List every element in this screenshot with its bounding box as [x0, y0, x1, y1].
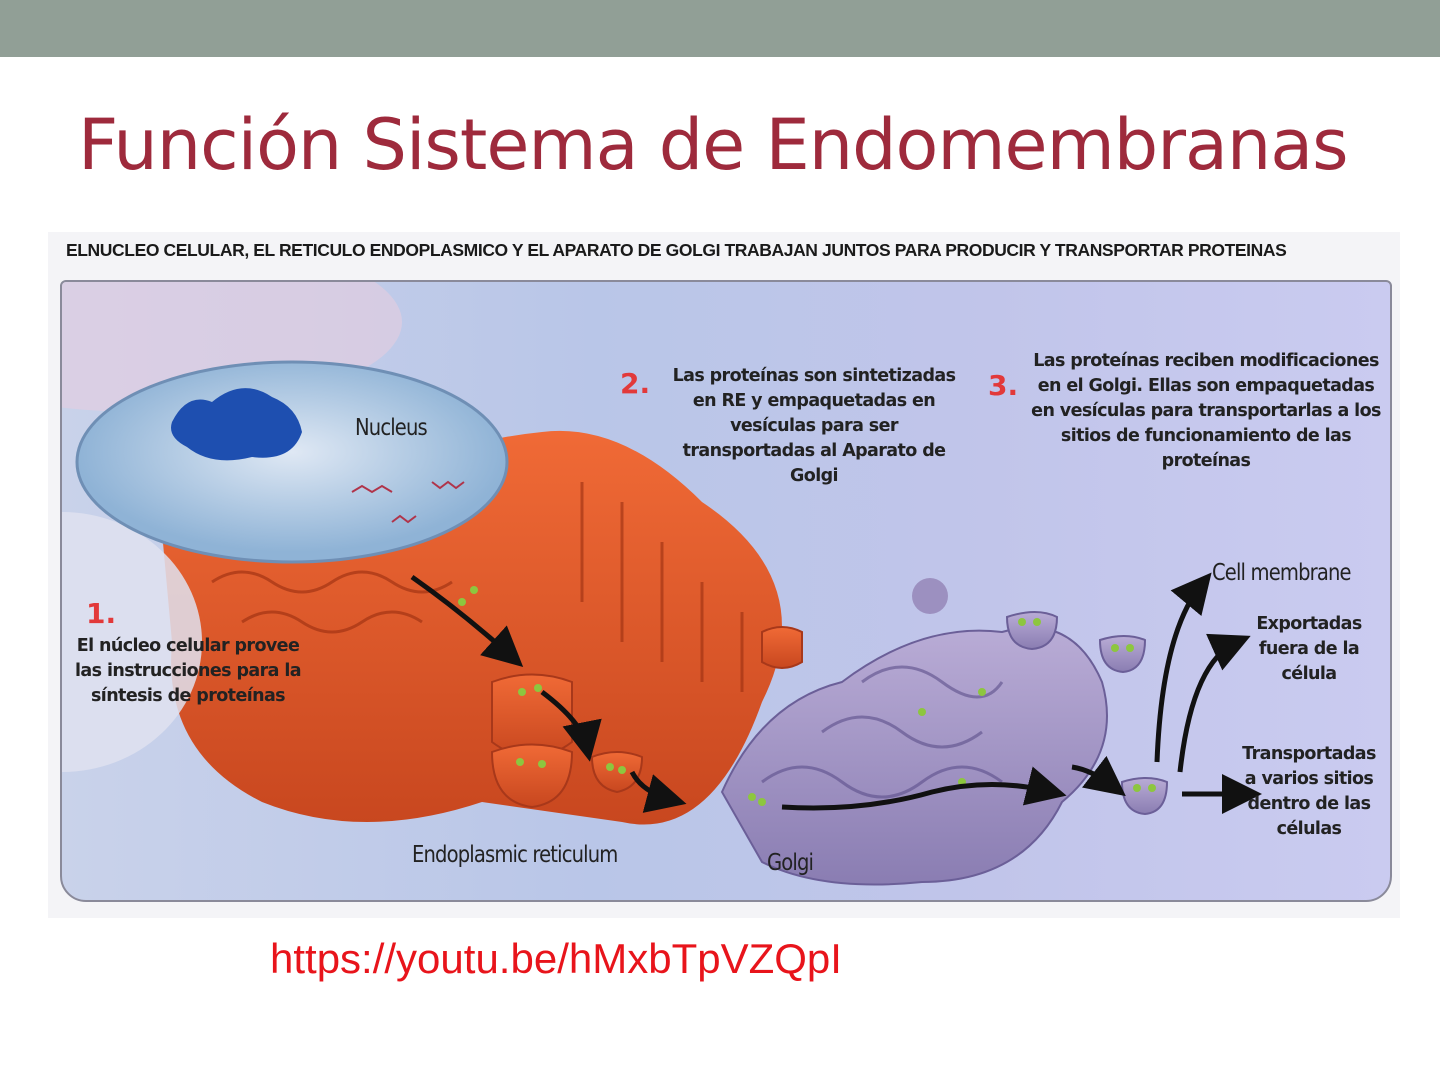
endomembrane-illustration: Nucleus Endoplasmic reticulum Golgi Cell…	[60, 280, 1392, 902]
er-folds	[211, 482, 744, 692]
step-1-number: 1.	[86, 597, 117, 630]
step-2-number: 2.	[620, 367, 651, 400]
outcome-transported: Transportadas a varios sitios dentro de …	[1242, 744, 1376, 839]
mrna-strands	[351, 480, 465, 524]
label-golgi: Golgi	[767, 850, 814, 876]
golgi-mass	[720, 626, 1108, 886]
chromatin	[171, 388, 302, 461]
outcome-exported: Exportadas fuera de la célula	[1256, 614, 1362, 684]
label-cell-membrane: Cell membrane	[1212, 560, 1352, 586]
vesicle	[912, 578, 948, 614]
nucleus	[75, 360, 509, 564]
step-3-text: Las proteínas reciben modificaciones en …	[1031, 351, 1381, 471]
step-2-text: Las proteínas son sintetizadas en RE y e…	[672, 366, 956, 486]
youtube-link[interactable]: https://youtu.be/hMxbTpVZQpI	[270, 935, 842, 982]
left-haze	[62, 512, 202, 772]
step-3-number: 3.	[988, 369, 1019, 402]
top-bar	[0, 0, 1440, 57]
protein-dots	[458, 586, 1156, 806]
label-er: Endoplasmic reticulum	[412, 842, 618, 868]
step-1-text: El núcleo celular provee las instruccion…	[75, 636, 302, 706]
slide-title: Función Sistema de Endomembranas	[78, 104, 1349, 186]
label-nucleus: Nucleus	[355, 415, 428, 441]
figure-heading: ELNUCLEO CELULAR, EL RETICULO ENDOPLASMI…	[66, 240, 1287, 260]
er-cisternae	[490, 626, 803, 809]
transport-arrows	[410, 572, 1262, 814]
golgi-folds	[761, 665, 1004, 799]
